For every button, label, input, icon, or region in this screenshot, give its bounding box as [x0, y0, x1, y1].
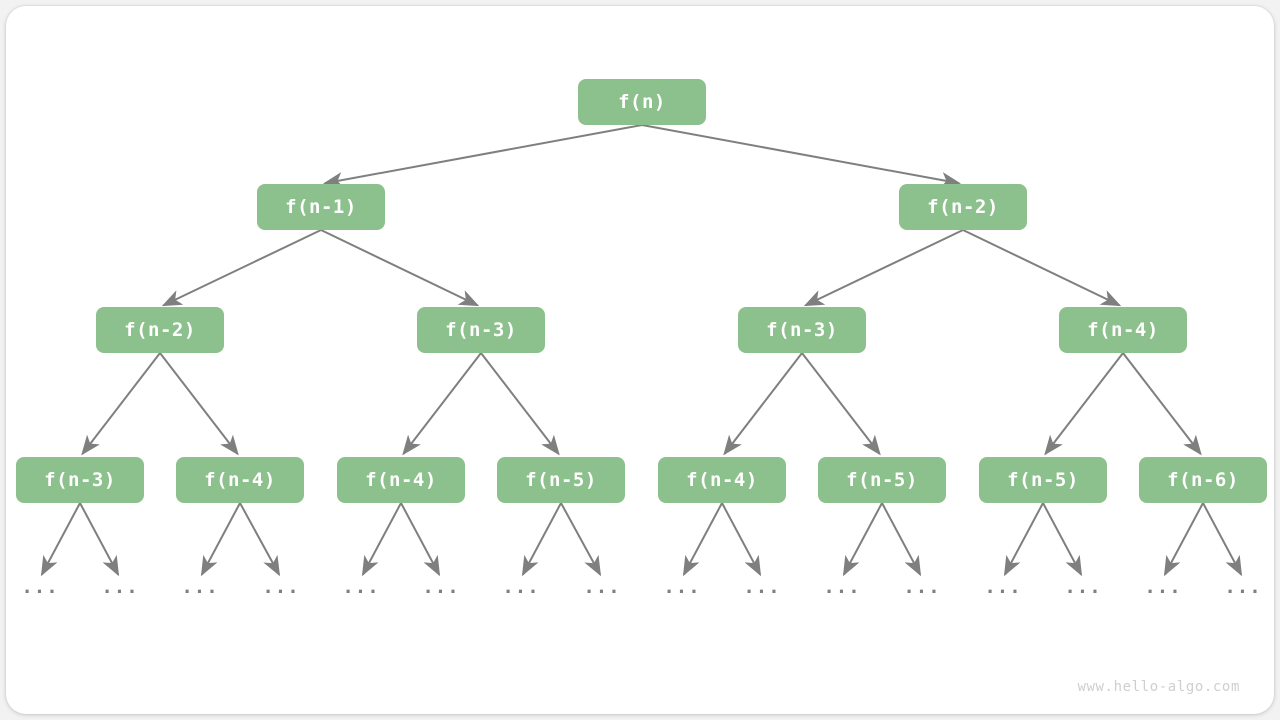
tree-node-label: f(n-4): [1087, 318, 1159, 341]
tree-ellipsis-e11: ...: [903, 576, 941, 598]
tree-ellipsis-e7: ...: [583, 576, 621, 598]
tree-node-label: f(n-5): [1007, 468, 1079, 491]
tree-node-label: f(n-2): [124, 318, 196, 341]
tree-node-n10: f(n-5): [497, 457, 625, 503]
tree-node-n12: f(n-5): [818, 457, 946, 503]
tree-node-n13: f(n-5): [979, 457, 1107, 503]
tree-node-n4: f(n-3): [417, 307, 545, 353]
tree-ellipsis-e15: ...: [1224, 576, 1262, 598]
watermark: www.hello-algo.com: [1077, 679, 1240, 695]
tree-node-label: f(n-4): [686, 468, 758, 491]
tree-ellipsis-e6: ...: [502, 576, 540, 598]
tree-node-label: f(n-3): [445, 318, 517, 341]
tree-node-label: f(n-4): [365, 468, 437, 491]
tree-node-label: f(n-1): [285, 195, 357, 218]
tree-node-label: f(n): [618, 90, 666, 113]
tree-node-label: f(n-3): [44, 468, 116, 491]
tree-node-n9: f(n-4): [337, 457, 465, 503]
tree-node-n0: f(n): [578, 79, 706, 125]
tree-ellipsis-e3: ...: [262, 576, 300, 598]
tree-node-n6: f(n-4): [1059, 307, 1187, 353]
tree-ellipsis-e1: ...: [101, 576, 139, 598]
tree-node-n14: f(n-6): [1139, 457, 1267, 503]
tree-ellipsis-e4: ...: [342, 576, 380, 598]
tree-node-n8: f(n-4): [176, 457, 304, 503]
tree-node-label: f(n-2): [927, 195, 999, 218]
tree-node-label: f(n-4): [204, 468, 276, 491]
tree-node-label: f(n-5): [846, 468, 918, 491]
tree-node-n1: f(n-1): [257, 184, 385, 230]
tree-ellipsis-e8: ...: [663, 576, 701, 598]
tree-ellipsis-e0: ...: [21, 576, 59, 598]
tree-node-label: f(n-6): [1167, 468, 1239, 491]
tree-ellipsis-e14: ...: [1144, 576, 1182, 598]
tree-node-label: f(n-3): [766, 318, 838, 341]
tree-ellipsis-e5: ...: [422, 576, 460, 598]
tree-ellipsis-e12: ...: [984, 576, 1022, 598]
tree-node-n7: f(n-3): [16, 457, 144, 503]
tree-node-n3: f(n-2): [96, 307, 224, 353]
tree-node-n5: f(n-3): [738, 307, 866, 353]
tree-ellipsis-e2: ...: [181, 576, 219, 598]
tree-ellipsis-e10: ...: [823, 576, 861, 598]
tree-node-n2: f(n-2): [899, 184, 1027, 230]
tree-node-n11: f(n-4): [658, 457, 786, 503]
tree-node-label: f(n-5): [525, 468, 597, 491]
tree-ellipsis-e9: ...: [743, 576, 781, 598]
tree-ellipsis-e13: ...: [1064, 576, 1102, 598]
